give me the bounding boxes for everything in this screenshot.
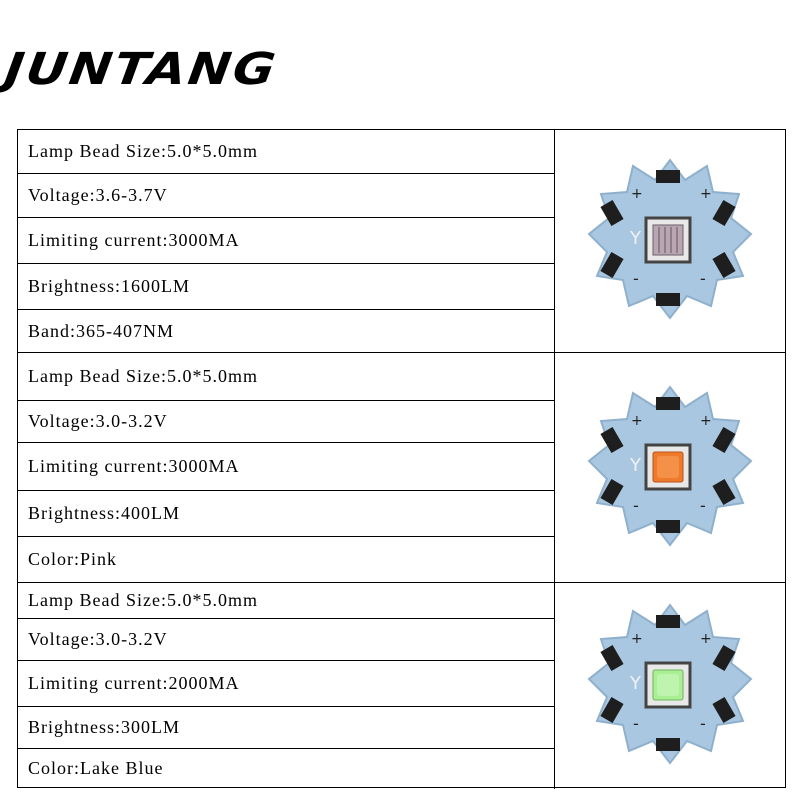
pads: [599, 170, 736, 306]
board-label: Y: [629, 228, 642, 249]
pad: [599, 478, 624, 505]
pad: [655, 615, 680, 628]
pad: [599, 199, 624, 227]
product-image: + + Y - -: [555, 583, 784, 789]
pad: [711, 426, 736, 453]
plus-marking: +: [631, 413, 643, 429]
spec-color: Color:Lake Blue: [28, 757, 164, 778]
product-section-uv: Lamp Bead Size:5.0*5.0mm Voltage:3.6-3.7…: [18, 130, 785, 352]
spec-lamp-bead-size: Lamp Bead Size:5.0*5.0mm: [18, 583, 554, 619]
pads: [599, 396, 736, 533]
product-image: + + Y - -: [555, 130, 784, 352]
product-image: + + Y - -: [555, 353, 784, 582]
spec-limiting-current: Limiting current:3000MA: [18, 218, 554, 264]
pad: [655, 293, 680, 306]
product-section-lake-blue: Lamp Bead Size:5.0*5.0mm Voltage:3.0-3.2…: [18, 582, 785, 789]
pad: [655, 738, 680, 751]
pad: [599, 644, 624, 672]
pad: [599, 251, 624, 279]
led-star-board-icon: + + Y - -: [587, 603, 752, 765]
led-star-board-icon: + + Y - -: [587, 384, 752, 547]
minus-marking: -: [700, 496, 706, 515]
pad: [711, 199, 736, 227]
plus-marking: +: [700, 186, 712, 202]
board-label: Y: [629, 673, 642, 694]
chip-glow: [656, 674, 679, 696]
pad: [711, 478, 736, 505]
spec-list: Lamp Bead Size:5.0*5.0mm Voltage:3.0-3.2…: [18, 353, 555, 582]
led-star-board-icon: + + Y - -: [587, 158, 752, 320]
chip-glow: [656, 455, 679, 478]
minus-marking: -: [633, 269, 639, 288]
spec-list: Lamp Bead Size:5.0*5.0mm Voltage:3.6-3.7…: [18, 130, 555, 352]
plus-marking: +: [700, 631, 712, 647]
pads: [599, 615, 736, 751]
spec-brightness: Brightness:400LM: [18, 491, 554, 537]
pad: [599, 426, 624, 453]
plus-marking: +: [631, 631, 643, 647]
pad: [711, 696, 736, 724]
minus-marking: -: [700, 714, 706, 733]
spec-brightness: Brightness:300LM: [18, 707, 554, 749]
pad: [711, 644, 736, 672]
spec-band: Band:365-407NM: [28, 320, 174, 341]
pad: [655, 170, 680, 183]
pad: [711, 251, 736, 279]
board-label: Y: [629, 455, 642, 476]
minus-marking: -: [633, 714, 639, 733]
product-section-pink: Lamp Bead Size:5.0*5.0mm Voltage:3.0-3.2…: [18, 352, 785, 582]
spec-lamp-bead-size: Lamp Bead Size:5.0*5.0mm: [18, 353, 554, 401]
spec-voltage: Voltage:3.0-3.2V: [18, 401, 554, 443]
minus-marking: -: [700, 269, 706, 288]
pad: [599, 696, 624, 724]
spec-brightness: Brightness:1600LM: [18, 264, 554, 310]
plus-marking: +: [700, 413, 712, 429]
pad: [655, 519, 680, 533]
spec-limiting-current: Limiting current:2000MA: [18, 661, 554, 707]
chip-grid: [657, 227, 678, 253]
minus-marking: -: [633, 496, 639, 515]
brand-logo: JUNTANG: [1, 44, 281, 95]
pad: [655, 396, 680, 410]
plus-marking: +: [631, 186, 643, 202]
spec-list: Lamp Bead Size:5.0*5.0mm Voltage:3.0-3.2…: [18, 583, 555, 789]
spec-color: Color:Pink: [28, 548, 118, 569]
spec-limiting-current: Limiting current:3000MA: [18, 443, 554, 491]
spec-voltage: Voltage:3.6-3.7V: [18, 174, 554, 218]
spec-table: Lamp Bead Size:5.0*5.0mm Voltage:3.6-3.7…: [17, 129, 786, 789]
spec-lamp-bead-size: Lamp Bead Size:5.0*5.0mm: [18, 130, 554, 174]
uv-led-chip-icon: [652, 224, 683, 256]
spec-voltage: Voltage:3.0-3.2V: [18, 619, 554, 661]
